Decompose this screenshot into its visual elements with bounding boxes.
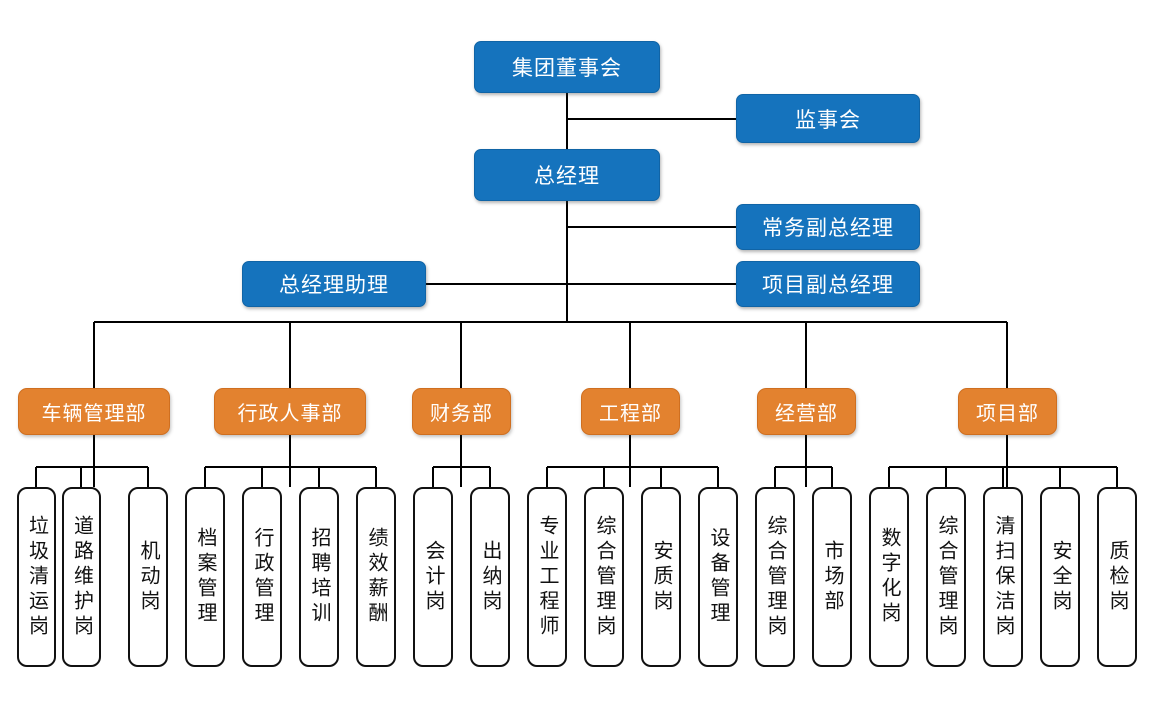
node-position-professional-engineer[interactable]: 专业工程师 bbox=[527, 487, 567, 667]
node-position-cleaning[interactable]: 清扫保洁岗 bbox=[983, 487, 1023, 667]
node-general-manager-assistant[interactable]: 总经理助理 bbox=[242, 261, 426, 307]
node-position-safety[interactable]: 安全岗 bbox=[1040, 487, 1080, 667]
node-position-safety-quality[interactable]: 安质岗 bbox=[641, 487, 681, 667]
node-position-accounting[interactable]: 会计岗 bbox=[413, 487, 453, 667]
node-executive-vice-general-manager[interactable]: 常务副总经理 bbox=[736, 204, 920, 250]
node-department-admin-hr[interactable]: 行政人事部 bbox=[214, 388, 366, 435]
node-position-waste-transport[interactable]: 垃圾清运岗 bbox=[17, 487, 56, 667]
node-project-vice-general-manager[interactable]: 项目副总经理 bbox=[736, 261, 920, 307]
node-department-operations[interactable]: 经营部 bbox=[757, 388, 856, 435]
node-department-finance[interactable]: 财务部 bbox=[412, 388, 511, 435]
node-position-admin-management[interactable]: 行政管理 bbox=[242, 487, 282, 667]
node-position-cashier[interactable]: 出纳岗 bbox=[470, 487, 510, 667]
node-position-road-maintenance[interactable]: 道路维护岗 bbox=[62, 487, 101, 667]
node-position-project-general-management[interactable]: 综合管理岗 bbox=[926, 487, 966, 667]
node-department-project[interactable]: 项目部 bbox=[958, 388, 1057, 435]
node-position-quality-inspection[interactable]: 质检岗 bbox=[1097, 487, 1137, 667]
node-position-equipment-management[interactable]: 设备管理 bbox=[698, 487, 738, 667]
node-position-digitalization[interactable]: 数字化岗 bbox=[869, 487, 909, 667]
node-position-operations-general-management[interactable]: 综合管理岗 bbox=[755, 487, 795, 667]
node-position-engineering-general-management[interactable]: 综合管理岗 bbox=[584, 487, 624, 667]
node-general-manager[interactable]: 总经理 bbox=[474, 149, 660, 201]
node-supervisory-board[interactable]: 监事会 bbox=[736, 94, 920, 143]
node-position-performance-compensation[interactable]: 绩效薪酬 bbox=[356, 487, 396, 667]
node-position-recruitment-training[interactable]: 招聘培训 bbox=[299, 487, 339, 667]
node-department-vehicle-management[interactable]: 车辆管理部 bbox=[18, 388, 170, 435]
node-position-vehicle-operator[interactable]: 机动岗 bbox=[128, 487, 168, 667]
node-position-records-management[interactable]: 档案管理 bbox=[185, 487, 225, 667]
node-position-marketing[interactable]: 市场部 bbox=[812, 487, 852, 667]
node-department-engineering[interactable]: 工程部 bbox=[581, 388, 680, 435]
node-board[interactable]: 集团董事会 bbox=[474, 41, 660, 93]
